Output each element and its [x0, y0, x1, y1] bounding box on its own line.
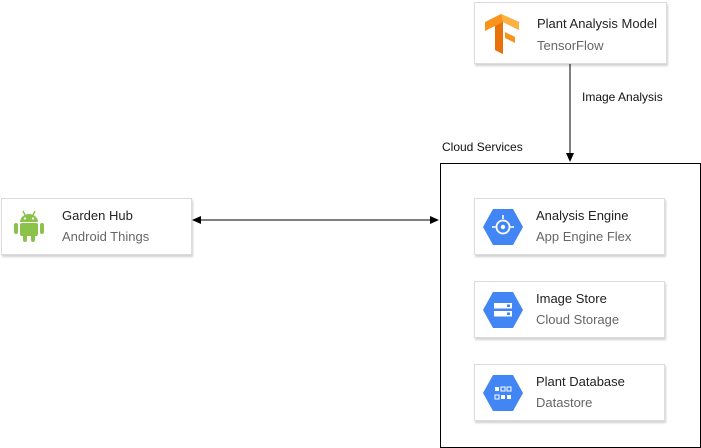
plant-database-card[interactable]: Plant Database Datastore	[474, 364, 665, 421]
garden-hub-subtitle: Android Things	[62, 229, 150, 244]
tensorflow-model-card[interactable]: Plant Analysis Model TensorFlow	[474, 2, 667, 64]
garden-hub-card[interactable]: Garden Hub Android Things	[1, 198, 192, 255]
image-analysis-edge-label: Image Analysis	[582, 90, 663, 104]
analysis-engine-subtitle: App Engine Flex	[536, 229, 632, 244]
garden-hub-title: Garden Hub	[62, 208, 133, 223]
tensorflow-card-title: Plant Analysis Model	[537, 16, 657, 31]
android-robot-icon	[14, 210, 44, 242]
tensorflow-card-subtitle: TensorFlow	[537, 38, 604, 53]
tensorflow-logo-icon	[485, 14, 519, 54]
analysis-engine-title: Analysis Engine	[536, 208, 629, 223]
cloud-storage-hexagon-icon	[483, 292, 523, 328]
image-store-title: Image Store	[536, 291, 607, 306]
image-store-subtitle: Cloud Storage	[536, 312, 620, 327]
image-store-card[interactable]: Image Store Cloud Storage	[474, 281, 665, 338]
app-engine-hexagon-icon	[483, 209, 523, 245]
plant-database-subtitle: Datastore	[536, 395, 593, 410]
analysis-engine-card[interactable]: Analysis Engine App Engine Flex	[474, 198, 665, 255]
datastore-hexagon-icon	[483, 375, 523, 411]
cloud-services-group-label: Cloud Services	[442, 140, 523, 154]
plant-database-title: Plant Database	[536, 374, 625, 389]
